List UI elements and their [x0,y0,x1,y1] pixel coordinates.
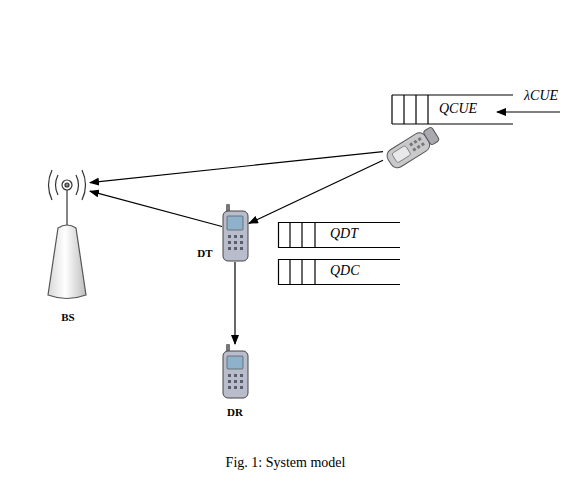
d2d-transmitter: DT [222,204,249,262]
d2d-receiver: DR [222,344,249,399]
link-arrow [249,160,383,223]
base-station: BS [46,170,90,300]
link-arrow [234,262,235,344]
cue-queue [392,95,513,124]
link-arrow [90,191,222,226]
node-label: BS [38,311,98,323]
dr-phone-icon [223,344,248,398]
queue-label: QCUE [439,101,477,117]
arrival-arrow [497,111,560,112]
queue-box: QDT [278,222,400,248]
base-station-icon [48,170,86,299]
caption: Fig. 1: System model [0,455,571,471]
node-label: DR [205,406,265,418]
node-label: DT [192,247,218,259]
queue-label: QDC [330,263,360,279]
cue-phone-icon [384,125,440,171]
queue-box: QDC [278,259,400,285]
rate-label: λCUE [524,88,558,104]
cue-node: QCUE [383,128,433,170]
link-arrow [90,152,383,183]
queue-label: QDT [330,226,358,242]
dt-phone-icon [223,204,248,261]
